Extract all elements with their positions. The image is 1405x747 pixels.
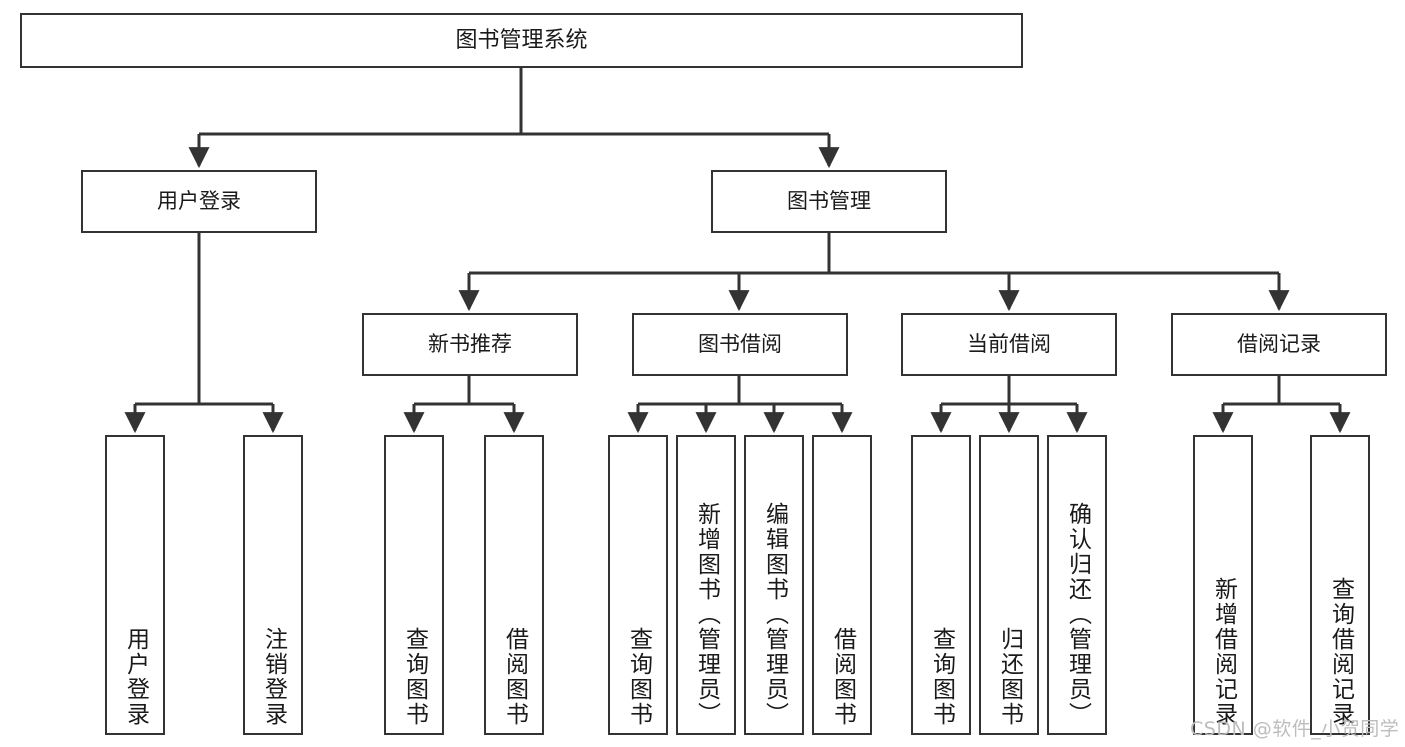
- node-label: 新增借阅记录: [1210, 577, 1237, 727]
- node-label: 图书管理系统: [455, 27, 588, 53]
- leaf-book-borrow-add[interactable]: 新增图书（管理员）: [676, 435, 736, 735]
- node-label: 新增图书（管理员）: [693, 502, 720, 727]
- node-label: 新书推荐: [428, 332, 512, 357]
- node-label: 借阅记录: [1237, 332, 1321, 357]
- node-label: 确认归还（管理员）: [1064, 502, 1091, 727]
- leaf-borrow-record-query[interactable]: 查询借阅记录: [1310, 435, 1370, 735]
- node-label: 当前借阅: [967, 332, 1051, 357]
- node-label: 图书借阅: [698, 332, 782, 357]
- csdn-watermark: CSDN @软件_小贺同学: [1190, 718, 1400, 740]
- leaf-borrow-record-add[interactable]: 新增借阅记录: [1193, 435, 1253, 735]
- node-label: 查询图书: [928, 627, 955, 727]
- node-label: 编辑图书（管理员）: [761, 502, 788, 727]
- node-label: 用户登录: [157, 189, 241, 214]
- node-label: 查询图书: [625, 627, 652, 727]
- leaf-book-borrow-edit[interactable]: 编辑图书（管理员）: [744, 435, 804, 735]
- node-book-management[interactable]: 图书管理: [711, 170, 947, 233]
- node-root-library-system[interactable]: 图书管理系统: [20, 13, 1023, 68]
- leaf-book-borrow-query[interactable]: 查询图书: [608, 435, 668, 735]
- node-label: 注销登录: [260, 627, 287, 727]
- node-label: 查询图书: [401, 627, 428, 727]
- node-label: 用户登录: [122, 627, 149, 727]
- node-label: 图书管理: [787, 189, 871, 214]
- leaf-current-borrow-return[interactable]: 归还图书: [979, 435, 1039, 735]
- node-label: 归还图书: [996, 627, 1023, 727]
- node-user-login[interactable]: 用户登录: [81, 170, 317, 233]
- node-label: 查询借阅记录: [1327, 577, 1354, 727]
- leaf-current-borrow-query[interactable]: 查询图书: [911, 435, 971, 735]
- leaf-new-book-borrow[interactable]: 借阅图书: [484, 435, 544, 735]
- leaf-new-book-query[interactable]: 查询图书: [384, 435, 444, 735]
- node-borrow-record[interactable]: 借阅记录: [1171, 313, 1387, 376]
- node-book-borrow[interactable]: 图书借阅: [632, 313, 848, 376]
- node-current-borrow[interactable]: 当前借阅: [901, 313, 1117, 376]
- leaf-user-login-login[interactable]: 用户登录: [105, 435, 165, 735]
- node-new-book-recommend[interactable]: 新书推荐: [362, 313, 578, 376]
- leaf-current-borrow-confirm-return[interactable]: 确认归还（管理员）: [1047, 435, 1107, 735]
- node-label: 借阅图书: [829, 627, 856, 727]
- leaf-book-borrow-borrow[interactable]: 借阅图书: [812, 435, 872, 735]
- leaf-user-login-logout[interactable]: 注销登录: [243, 435, 303, 735]
- node-label: 借阅图书: [501, 627, 528, 727]
